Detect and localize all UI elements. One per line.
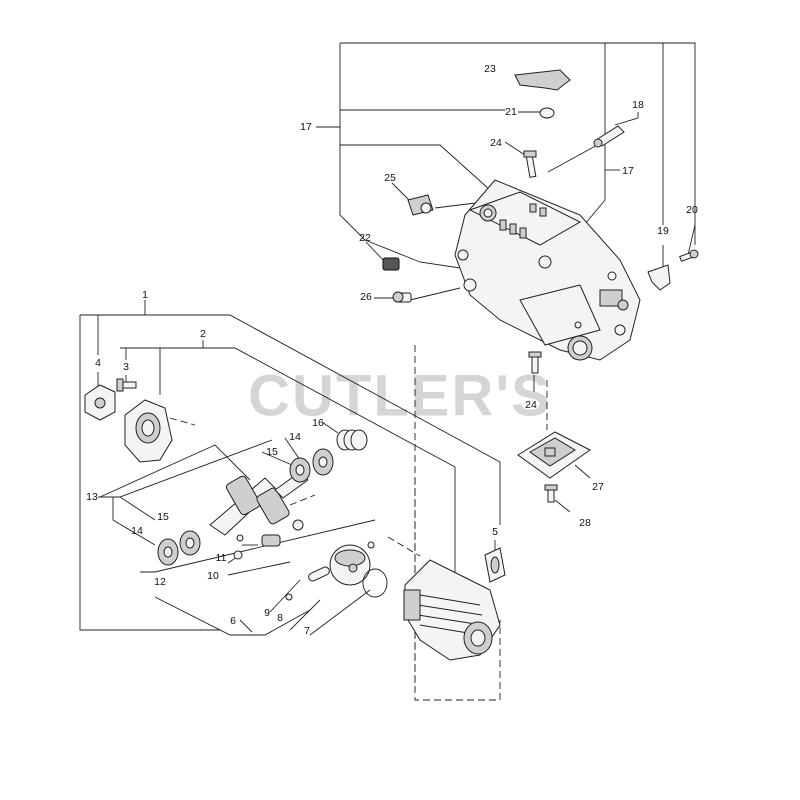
pad-22 [382, 257, 400, 271]
clip-25 [407, 194, 434, 216]
label-24-top: 24 [490, 137, 502, 149]
label-15-bottom: 15 [157, 511, 169, 523]
crankcase-half-2 [124, 399, 173, 463]
label-19: 19 [657, 225, 669, 237]
gasket-4 [84, 384, 116, 421]
circlip-9 [285, 541, 375, 601]
spring-16 [336, 429, 368, 451]
label-17-right: 17 [622, 165, 634, 177]
label-13: 13 [86, 491, 98, 503]
label-23: 23 [484, 63, 496, 75]
fitting-18 [593, 125, 625, 148]
label-12: 12 [154, 576, 166, 588]
label-16: 16 [312, 417, 324, 429]
cylinder [403, 559, 501, 661]
plug-21 [539, 107, 555, 119]
label-6: 6 [230, 615, 236, 627]
label-1: 1 [142, 289, 148, 301]
bearing-14-top [312, 448, 334, 476]
label-9: 9 [264, 607, 270, 619]
watermark-text: CUTLER'S [248, 363, 552, 428]
screw-28 [544, 484, 558, 503]
label-8: 8 [277, 612, 283, 624]
label-18: 18 [632, 99, 644, 111]
label-25: 25 [384, 172, 396, 184]
label-28: 28 [579, 517, 591, 529]
label-20: 20 [686, 204, 698, 216]
needle-bearing-12 [261, 519, 304, 547]
label-3: 3 [123, 361, 129, 373]
seal-15-top [289, 457, 311, 483]
label-22: 22 [359, 232, 371, 244]
label-17-left: 17 [300, 121, 312, 133]
washer-11 [236, 534, 244, 542]
piston-6 [329, 544, 371, 586]
crankcase-housing [454, 179, 641, 361]
label-7: 7 [304, 625, 310, 637]
screw-26 [392, 291, 412, 303]
label-4: 4 [95, 357, 101, 369]
label-14-bottom: 14 [131, 525, 143, 537]
lever-19 [647, 264, 671, 291]
screw-20 [679, 249, 699, 262]
trigger-lever-23 [514, 69, 571, 91]
label-2: 2 [200, 328, 206, 340]
piston-ring-7 [362, 568, 388, 598]
label-11: 11 [216, 552, 227, 564]
label-21: 21 [505, 106, 517, 118]
bracket-27 [517, 431, 591, 479]
label-5: 5 [492, 526, 498, 538]
part-labels: 1 2 3 4 5 6 7 8 9 10 11 12 13 14 14 15 1… [86, 63, 698, 637]
seal-15-bottom [179, 530, 201, 556]
screw-24-top [523, 150, 537, 178]
label-10: 10 [207, 570, 219, 582]
washer-10 [233, 550, 243, 560]
bearing-14-bottom [157, 538, 179, 566]
label-14-top: 14 [289, 431, 301, 443]
label-26: 26 [360, 291, 372, 303]
piston-pin-8 [308, 566, 330, 582]
label-24-lower: 24 [525, 399, 537, 411]
screw-24-lower [528, 351, 542, 374]
label-15-top: 15 [266, 446, 278, 458]
label-27: 27 [592, 481, 604, 493]
gasket-5 [484, 547, 506, 583]
screw-3 [116, 378, 137, 392]
